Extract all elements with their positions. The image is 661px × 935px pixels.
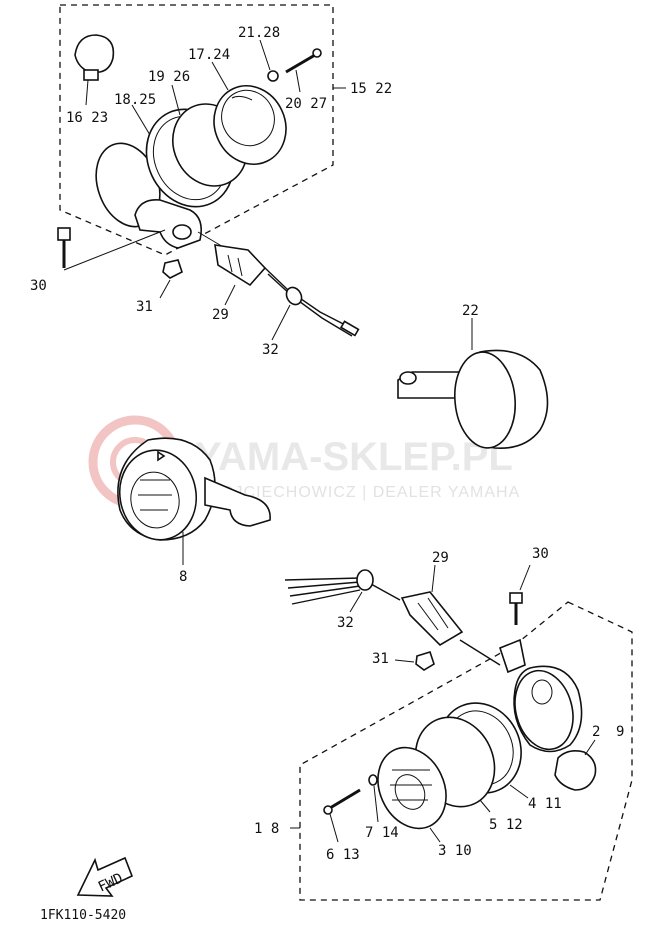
label-32-lower: 32 <box>337 615 354 631</box>
label-8: 8 <box>179 569 187 585</box>
label-21-28: 21.28 <box>238 25 280 41</box>
socket-29-lower <box>400 564 501 666</box>
label-31-lower: 31 <box>372 651 389 667</box>
screw-20-27 <box>285 48 322 93</box>
label-22: 22 <box>462 303 479 319</box>
label-9: 9 <box>616 724 624 740</box>
bolt-30-upper <box>57 227 166 271</box>
label-30-upper: 30 <box>30 278 47 294</box>
watermark-title: YAMA-SKLEP.PL <box>195 435 513 479</box>
bolt-30-lower <box>509 564 531 625</box>
label-17-24: 17.24 <box>188 47 230 63</box>
nut-31-lower <box>394 651 435 671</box>
lower-assembly-boundary <box>299 601 633 901</box>
label-2: 2 <box>592 724 600 740</box>
nut-21-28 <box>259 39 279 82</box>
nut-31-upper <box>159 259 183 299</box>
label-6-13: 6 13 <box>326 847 360 863</box>
label-31-upper: 31 <box>136 299 153 315</box>
bulb-16-23 <box>74 34 115 106</box>
label-1-8: 1 8 <box>254 821 279 837</box>
label-5-12: 5 12 <box>489 817 523 833</box>
label-16-23: 16 23 <box>66 110 108 126</box>
label-30-lower: 30 <box>532 546 549 562</box>
mount-bracket-upper <box>134 198 203 249</box>
wire-32-lower <box>284 569 401 613</box>
housing-17-24 <box>211 61 287 165</box>
housing-lower <box>499 638 583 753</box>
label-15-22: 15 22 <box>350 81 392 97</box>
callout-labels: 16 23 18.25 19 26 17.24 21.28 20 27 15 2… <box>30 25 624 863</box>
fwd-arrow-icon: FWD <box>76 856 134 897</box>
lens-3-10 <box>377 746 447 843</box>
label-19-26: 19 26 <box>148 69 190 85</box>
label-20-27: 20 27 <box>285 96 327 112</box>
label-29-upper: 29 <box>212 307 229 323</box>
turn-signal-assembly-8 <box>117 437 271 565</box>
screw-6-13 <box>323 788 361 843</box>
bulb-2 <box>554 739 597 791</box>
label-7-14: 7 14 <box>365 825 399 841</box>
socket-29-upper <box>197 231 267 306</box>
wire-32-upper <box>264 267 360 341</box>
nut-7-14 <box>368 774 379 823</box>
label-32-upper: 32 <box>262 342 279 358</box>
upper-assembly-boundary <box>59 4 334 256</box>
label-3-10: 3 10 <box>438 843 472 859</box>
watermark-subtitle: WOJCIECHOWICZ | DEALER YAMAHA <box>205 484 520 501</box>
label-18-25: 18.25 <box>114 92 156 108</box>
label-29-lower: 29 <box>432 550 449 566</box>
turn-signal-assembly-22 <box>397 318 549 449</box>
diagram-code: 1FK110-5420 <box>40 908 126 923</box>
label-4-11: 4 11 <box>528 796 562 812</box>
